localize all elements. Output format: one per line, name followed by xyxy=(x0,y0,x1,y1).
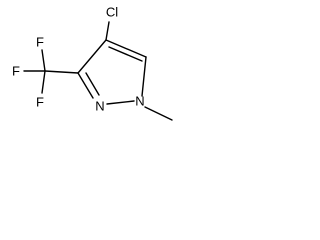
bond-n1-methyl xyxy=(144,106,173,121)
bond-n1-n2 xyxy=(106,100,135,105)
substituent-bonds xyxy=(23,21,173,121)
bond-cf3-f-bottom xyxy=(41,70,46,94)
bond-n2-c3 xyxy=(77,72,94,99)
bond-c3-cf3 xyxy=(44,70,79,74)
bond-c3-c4 xyxy=(77,39,107,74)
bond-c4-c5 xyxy=(105,39,147,58)
atom-label-n2: N xyxy=(95,99,104,114)
atom-label-n1: N xyxy=(135,94,144,109)
atom-labels: Cl F F F N N xyxy=(12,5,145,114)
structure-diagram: Cl F F F N N xyxy=(12,5,173,121)
bond-cf3-f-top xyxy=(41,49,46,72)
atom-label-f-left: F xyxy=(12,64,20,79)
bond-c4-cl xyxy=(105,21,110,41)
bond-c5-n1 xyxy=(141,56,147,97)
bond-c4-c5-double xyxy=(108,46,143,62)
atom-label-f-bottom: F xyxy=(36,95,44,110)
atom-label-f-top: F xyxy=(36,35,44,50)
atom-label-cl: Cl xyxy=(106,5,118,20)
ring-bonds xyxy=(77,39,147,105)
bond-n2-c3-double xyxy=(85,72,100,96)
